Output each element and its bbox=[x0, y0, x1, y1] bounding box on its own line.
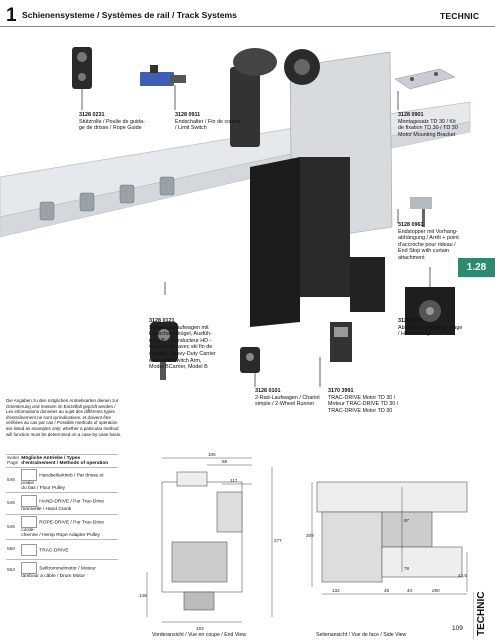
dim-text: 44 bbox=[407, 588, 413, 593]
table-row: 546 ROPE-DRIVE / Par Trac-Drive corde- c… bbox=[6, 514, 118, 540]
part-description: Endstopper mit Vorhang- abhängung / Arrê… bbox=[398, 228, 459, 261]
table-header-methods: Mögliche Antriebe / Types d'entraînement… bbox=[20, 454, 118, 468]
end-stop-part bbox=[410, 197, 432, 227]
caption-3128-0231: 3128 0231 Stützrolle / Poulie de guida- … bbox=[79, 112, 159, 132]
part-description: Schwerlastlaufwagen mit Endschalterbügel… bbox=[149, 324, 216, 371]
table-cell-page: 550 bbox=[6, 539, 21, 560]
part-code: 3128 0901 bbox=[398, 112, 424, 118]
drive-icon bbox=[21, 469, 38, 481]
technical-drawings: 105 58 117 277 148 193 209 97 78 132 45 … bbox=[139, 452, 467, 631]
mounting-bracket-part bbox=[394, 68, 456, 90]
header-divider bbox=[0, 26, 495, 27]
crank-icon bbox=[21, 495, 38, 507]
dim-text: 78 bbox=[404, 566, 410, 571]
caption-3128-0911: 3128 0911 Endschalter / Fin de course / … bbox=[175, 112, 260, 132]
table-cell-page: 546 bbox=[6, 492, 21, 515]
caption-3170-3991: 3170 3991 TRAC-DRIVE Motor TD 30 / Moteu… bbox=[328, 388, 413, 414]
part-description: 2-Rad-Laufwagen / Chariot simple / 2-Whe… bbox=[255, 394, 320, 408]
dim-text: 209 bbox=[306, 533, 314, 538]
front-view-drawing: 105 58 117 277 148 193 bbox=[139, 452, 282, 631]
page-title: Schienensysteme / Systèmes de rail / Tra… bbox=[22, 10, 237, 20]
table-cell-method: HAND-DRIVE / Par Trac-Drive manivelle / … bbox=[20, 492, 118, 515]
rope-guide-part bbox=[72, 47, 92, 89]
trac-drive-icon bbox=[21, 543, 38, 556]
page-number: 109 bbox=[452, 625, 463, 632]
part-code: 3128 0961 bbox=[398, 222, 424, 228]
side-view-label: Seitenansicht / Vue de face / Side View bbox=[316, 632, 407, 638]
chapter-number: 1 bbox=[6, 5, 17, 26]
part-code: 3128 0121 bbox=[149, 318, 175, 324]
part-code: 3128 0911 bbox=[175, 112, 201, 118]
limit-switch-part bbox=[140, 65, 186, 86]
dim-text: 43,5 bbox=[458, 573, 467, 578]
runner-group bbox=[39, 176, 175, 221]
part-code: 3170 3991 bbox=[328, 388, 354, 394]
dim-text: 193 bbox=[196, 626, 204, 631]
part-code: 3128 0101 bbox=[255, 388, 281, 394]
part-code: 3128 0231 bbox=[79, 112, 105, 118]
dim-text: 290 bbox=[432, 588, 440, 593]
section-tab[interactable]: 1.28 bbox=[458, 258, 495, 277]
trac-drive-motor-part bbox=[230, 48, 393, 327]
table-row: 546 HAND-DRIVE / Par Trac-Drive manivell… bbox=[6, 492, 118, 515]
callout-lines bbox=[81, 85, 431, 387]
motor-small-part bbox=[330, 322, 352, 362]
side-view-drawing: 209 97 78 132 45 44 290 43,5 bbox=[306, 481, 467, 595]
two-wheel-runner-part bbox=[240, 347, 260, 373]
track-system-illustration bbox=[0, 47, 471, 387]
part-code: 3128 0211 bbox=[398, 318, 424, 324]
table-cell-method: TRAC-DRIVE bbox=[20, 539, 118, 560]
operation-note: Die Angaben zu den möglichen Antriebsart… bbox=[6, 398, 122, 437]
drive-methods-table: Seite/ Page Mögliche Antriebe / Types d'… bbox=[6, 454, 118, 582]
part-description: Stützrolle / Poulie de guida- ge de dris… bbox=[79, 118, 145, 132]
table-cell-page: 546 bbox=[6, 467, 21, 493]
table-row: 550 TRAC-DRIVE bbox=[6, 539, 118, 560]
table-header-page: Seite/ Page bbox=[6, 454, 21, 468]
table-cell-page: 552 bbox=[6, 559, 21, 582]
dim-text: 45 bbox=[384, 588, 390, 593]
side-brand-label: TECHNIC bbox=[476, 591, 487, 636]
dim-text: 58 bbox=[222, 459, 228, 464]
caption-3128-0101: 3128 0101 2-Rad-Laufwagen / Chariot simp… bbox=[255, 388, 325, 408]
brand-label: TECHNIC bbox=[440, 11, 480, 21]
part-description: Montagesatz TD 30 / Kit de fixation TD 3… bbox=[398, 118, 458, 138]
heavy-duty-carrier-part bbox=[150, 322, 178, 380]
table-cell-page: 546 bbox=[6, 514, 21, 540]
dim-text: 97 bbox=[404, 518, 410, 523]
part-description: Endschalter / Fin de course / Limit Swit… bbox=[175, 118, 241, 132]
table-cell-method: Handseilantrieb / Par drisse et poulie d… bbox=[20, 467, 118, 493]
drum-motor-icon bbox=[21, 562, 38, 575]
dim-text: 132 bbox=[332, 588, 340, 593]
table-row: 552 Seiltrommelmotor / Moteur tambour à … bbox=[6, 559, 118, 582]
table-cell-method: ROPE-DRIVE / Par Trac-Drive corde- chien… bbox=[20, 514, 118, 540]
front-view-label: Vorderansicht / Vue en coupe / End View bbox=[152, 632, 247, 638]
part-description: TRAC-DRIVE Motor TD 30 / Moteur TRAC-DRI… bbox=[328, 394, 399, 414]
part-description: Ablatrolle / Poulie de tirage / Head Pul… bbox=[398, 324, 463, 338]
caption-3128-0961: 3128 0961 Endstopper mit Vorhang- abhäng… bbox=[398, 222, 483, 262]
caption-3128-0901: 3128 0901 Montagesatz TD 30 / Kit de fix… bbox=[398, 112, 483, 138]
dim-text: 117 bbox=[230, 478, 238, 483]
table-header-row: Seite/ Page Mögliche Antriebe / Types d'… bbox=[6, 454, 118, 468]
dim-text: 105 bbox=[208, 452, 216, 457]
caption-3128-0121: 3128 0121 Schwerlastlaufwagen mit Endsch… bbox=[149, 318, 239, 371]
caption-3128-0211: 3128 0211 Ablatrolle / Poulie de tirage … bbox=[398, 318, 483, 338]
rope-icon bbox=[21, 516, 38, 528]
dim-text: 277 bbox=[274, 538, 282, 543]
dim-text: 148 bbox=[139, 593, 147, 598]
table-row: 546 Handseilantrieb / Par drisse et poul… bbox=[6, 467, 118, 493]
table-cell-method: Seiltrommelmotor / Moteur tambour à câbl… bbox=[20, 559, 118, 582]
side-brand-tab: TECHNIC bbox=[473, 592, 495, 640]
